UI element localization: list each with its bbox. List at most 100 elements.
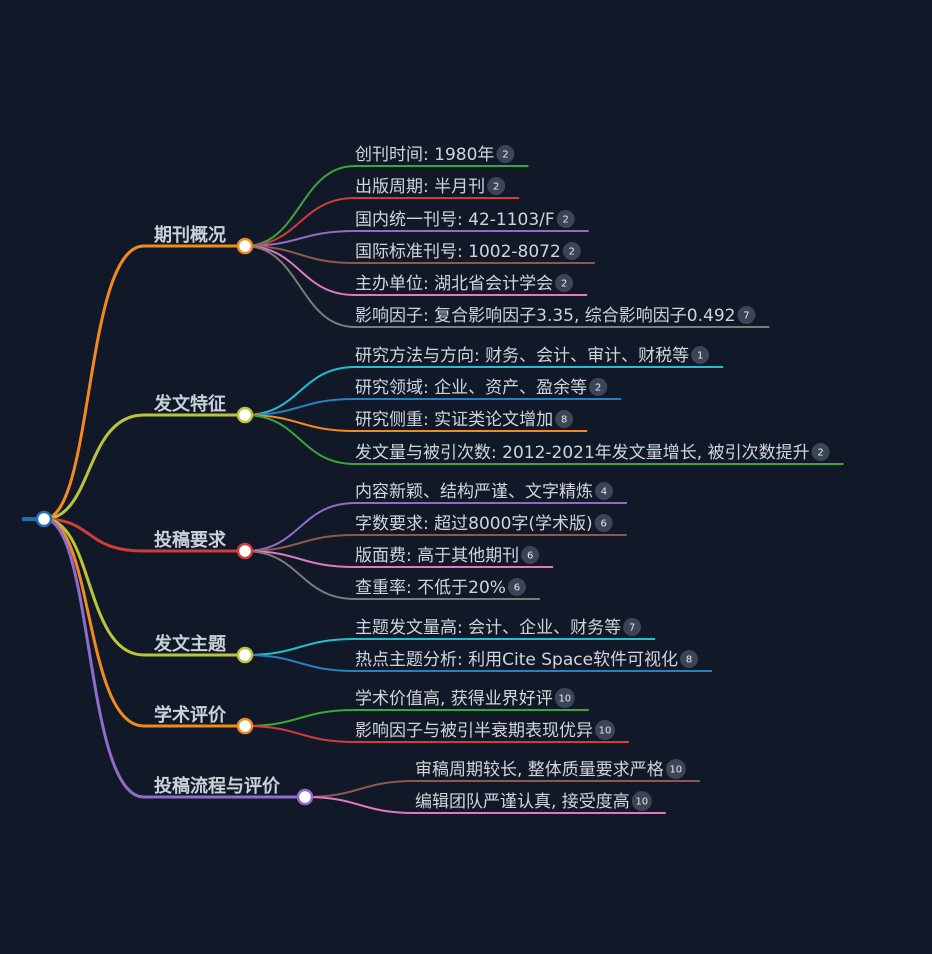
branch-node-5[interactable] — [296, 788, 314, 806]
leaf-connector-1-3 — [244, 414, 844, 465]
leaf-connector-3-0 — [244, 638, 656, 656]
leaf-connector-2-1 — [244, 534, 627, 552]
leaf-connector-0-0 — [244, 165, 529, 247]
badge-count-3-1: 8 — [686, 655, 692, 666]
badge-1-2 — [555, 410, 574, 428]
branch-node-2[interactable] — [236, 542, 254, 560]
leaf-label-0-2[interactable]: 国内统一刊号: 42-1103/F — [355, 210, 555, 230]
leaf-label-4-0[interactable]: 学术价值高, 获得业界好评 — [355, 689, 553, 709]
badge-2-2 — [521, 546, 540, 564]
badge-count-0-5: 7 — [743, 311, 749, 322]
leaf-connector-4-0 — [244, 709, 589, 727]
badge-count-2-0: 4 — [601, 487, 607, 498]
badge-1-3 — [811, 443, 830, 461]
badge-0-2 — [556, 210, 575, 228]
branch-connector-3 — [43, 517, 245, 657]
badge-2-0 — [594, 482, 613, 500]
leaf-connector-0-1 — [244, 197, 520, 247]
badge-2-1 — [594, 514, 613, 532]
leaf-label-5-0[interactable]: 审稿周期较长, 整体质量要求严格 — [415, 760, 664, 780]
leaf-label-1-3[interactable]: 发文量与被引次数: 2012-2021年发文量增长, 被引次数提升 — [355, 443, 810, 463]
badge-2-3 — [507, 578, 526, 596]
leaf-label-2-1[interactable]: 字数要求: 超过8000字(学术版) — [355, 514, 593, 534]
node-layer: 期刊概况 创刊时间: 1980年 2 出版周期: 半月刊 2 国内统一刊号: 42-110… — [35, 145, 830, 812]
badge-count-1-0: 1 — [697, 351, 703, 362]
leaf-connector-1-0 — [244, 366, 724, 416]
leaf-label-5-1[interactable]: 编辑团队严谨认真, 接受度高 — [415, 792, 630, 812]
badge-1-0 — [691, 346, 710, 364]
leaf-connector-1-2 — [244, 414, 588, 432]
badge-count-4-0: 10 — [558, 694, 571, 705]
branch-label-1[interactable]: 发文特征 — [153, 393, 226, 415]
badge-count-5-1: 10 — [635, 797, 648, 808]
badge-count-2-1: 6 — [600, 519, 606, 530]
leaf-connector-5-0 — [304, 780, 700, 798]
branch-node-4[interactable] — [236, 717, 254, 735]
connector-layer — [22, 165, 844, 814]
root-node[interactable] — [35, 510, 53, 528]
badge-count-3-0: 7 — [629, 623, 635, 634]
leaf-label-4-1[interactable]: 影响因子与被引半衰期表现优异 — [355, 721, 593, 741]
badge-0-5 — [737, 306, 756, 324]
badge-4-0 — [554, 688, 575, 708]
branch-connector-1 — [43, 413, 245, 521]
badge-0-4 — [555, 274, 574, 292]
badge-count-2-3: 6 — [514, 583, 520, 594]
leaf-connector-3-1 — [244, 654, 713, 672]
leaf-label-0-4[interactable]: 主办单位: 湖北省会计学会 — [355, 274, 553, 294]
branch-label-0[interactable]: 期刊概况 — [154, 224, 226, 246]
leaf-label-0-1[interactable]: 出版周期: 半月刊 — [355, 177, 485, 197]
leaf-connector-1-1 — [244, 398, 622, 416]
leaf-connector-2-0 — [244, 502, 627, 552]
branch-label-3[interactable]: 发文主题 — [153, 633, 227, 655]
branch-label-4[interactable]: 学术评价 — [154, 704, 227, 726]
leaf-label-1-0[interactable]: 研究方法与方向: 财务、会计、审计、财税等 — [355, 346, 689, 366]
branch-connector-5 — [43, 517, 305, 799]
leaf-connector-4-1 — [244, 725, 629, 743]
leaf-label-0-0[interactable]: 创刊时间: 1980年 — [355, 145, 494, 165]
badge-count-1-3: 2 — [817, 448, 823, 459]
leaf-connector-2-2 — [244, 550, 554, 568]
branch-connector-4 — [43, 517, 245, 728]
leaf-connector-5-1 — [304, 796, 666, 814]
branch-label-5[interactable]: 投稿流程与评价 — [154, 775, 281, 797]
badge-4-1 — [594, 720, 615, 740]
badge-count-0-3: 2 — [569, 247, 575, 258]
leaf-connector-0-2 — [244, 230, 589, 247]
badge-count-0-4: 2 — [561, 279, 567, 290]
badge-count-0-0: 2 — [502, 150, 508, 161]
leaf-label-2-3[interactable]: 查重率: 不低于20% — [355, 578, 506, 598]
badge-count-2-2: 6 — [527, 551, 533, 562]
badge-count-5-0: 10 — [669, 765, 682, 776]
badge-1-1 — [589, 378, 608, 396]
badge-count-1-1: 2 — [595, 383, 601, 394]
leaf-connector-0-5 — [244, 245, 770, 328]
badge-5-0 — [665, 759, 686, 779]
badge-0-1 — [487, 177, 506, 195]
badge-0-0 — [496, 145, 515, 163]
leaf-label-2-0[interactable]: 内容新颖、结构严谨、文字精炼 — [355, 482, 593, 502]
branch-node-0[interactable] — [236, 237, 254, 255]
badge-3-0 — [623, 618, 642, 636]
leaf-label-3-0[interactable]: 主题发文量高: 会计、企业、财务等 — [355, 618, 621, 638]
leaf-label-1-2[interactable]: 研究侧重: 实证类论文增加 — [355, 410, 553, 430]
branch-label-2[interactable]: 投稿要求 — [154, 529, 227, 551]
badge-count-0-1: 2 — [493, 182, 499, 193]
leaf-connector-0-4 — [244, 245, 588, 296]
branch-node-1[interactable] — [236, 406, 254, 424]
leaf-label-2-2[interactable]: 版面费: 高于其他期刊 — [355, 546, 519, 566]
leaf-connector-2-3 — [244, 550, 540, 600]
branch-connector-2 — [43, 517, 245, 553]
leaf-label-0-3[interactable]: 国际标准刊号: 1002-8072 — [355, 242, 561, 262]
leaf-label-3-1[interactable]: 热点主题分析: 利用Cite Space软件可视化 — [355, 650, 678, 670]
leaf-label-1-1[interactable]: 研究领域: 企业、资产、盈余等 — [355, 378, 587, 398]
branch-connector-0 — [43, 244, 245, 521]
badge-0-3 — [562, 242, 581, 260]
badge-count-1-2: 8 — [561, 415, 567, 426]
badge-3-1 — [680, 650, 699, 668]
leaf-label-0-5[interactable]: 影响因子: 复合影响因子3.35, 综合影响因子0.492 — [355, 306, 735, 326]
badge-count-4-1: 10 — [599, 726, 612, 737]
leaf-connector-0-3 — [244, 245, 595, 264]
branch-node-3[interactable] — [236, 646, 254, 664]
